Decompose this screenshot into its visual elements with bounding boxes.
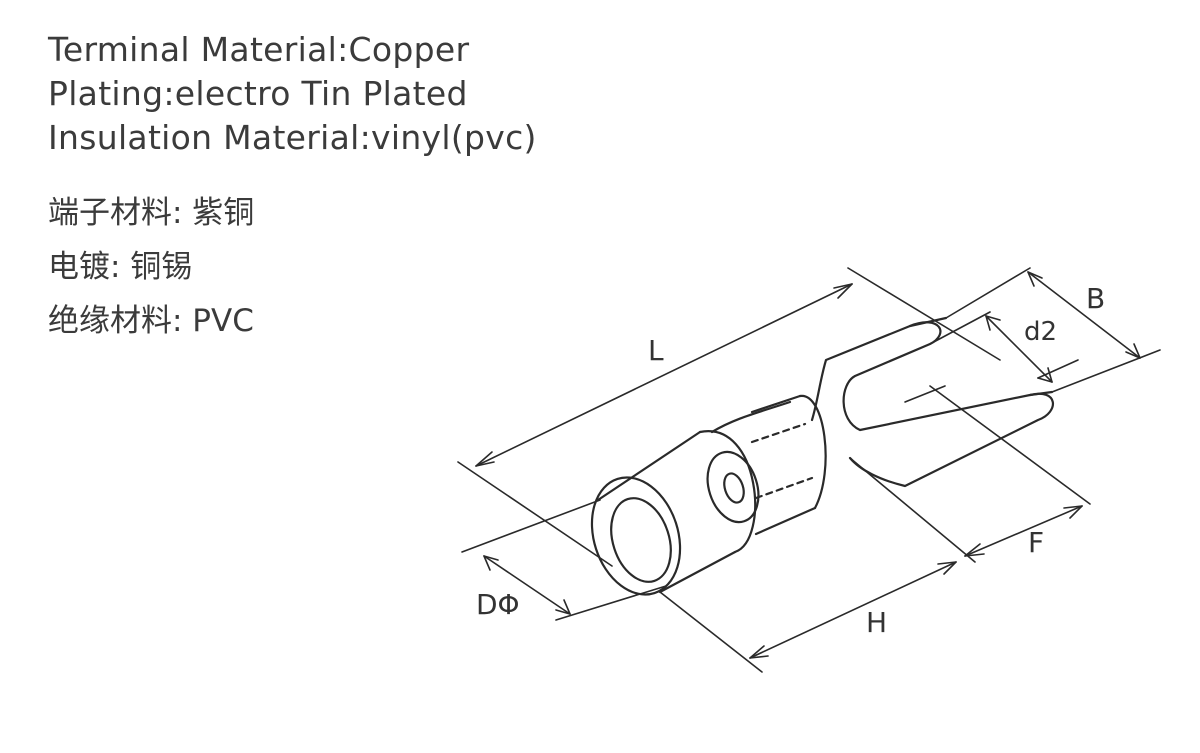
spec-terminal-material: Terminal Material:Copper [48, 30, 470, 69]
collar-ellipse [706, 450, 760, 524]
dim-l-extension-left [457, 461, 613, 567]
sleeve-end [798, 394, 827, 510]
spec-list-english: Terminal Material:Copper Plating:electro… [48, 28, 537, 160]
dim-d2-arrow-top [985, 315, 1001, 331]
label-b: B [1086, 282, 1105, 315]
dim-b-extension-top [945, 267, 1031, 319]
spec-terminal-material-cn: 端子材料: 紫铜 [48, 195, 255, 231]
spec-insulation-material: Insulation Material:vinyl(pvc) [48, 118, 537, 157]
spec-plating: Plating:electro Tin Plated [48, 74, 468, 113]
dim-d-arrow-top [483, 555, 499, 571]
label-l: L [648, 334, 664, 367]
barrel-bore-ellipse [610, 497, 672, 583]
dim-d-extension-bottom [555, 585, 667, 621]
fork-outline [810, 321, 1055, 488]
hidden-line-bottom [754, 476, 814, 500]
dim-h-extension-left [659, 591, 763, 673]
dim-d2-line [985, 315, 1053, 383]
dim-b-arrow-bottom [1125, 343, 1141, 359]
fork-thickness-right [1028, 390, 1054, 397]
dim-f-arrow-left [964, 543, 985, 557]
fork-thickness-left [908, 316, 948, 328]
sleeve-top-edge [750, 394, 802, 414]
dim-b-line [1027, 271, 1141, 359]
dim-d-line [483, 555, 571, 615]
barrel-front-ellipse [590, 476, 682, 596]
dim-d2-extension-top [929, 311, 991, 345]
dim-f-line [964, 505, 1083, 557]
dim-l-arrow-left [475, 451, 495, 467]
dim-d-arrow-bottom [555, 599, 571, 615]
dim-l-line [475, 283, 853, 467]
dimension-labels: L B d2 F H DΦ [476, 282, 1105, 639]
dimension-lines [457, 267, 1161, 673]
label-d: DΦ [476, 588, 520, 621]
barrel-bottom-edge [658, 550, 737, 594]
barrel-back-rim [698, 430, 757, 554]
collar-outline [710, 400, 792, 434]
dim-d-extension-top [461, 499, 601, 553]
dim-d2-extension-bottom [1037, 359, 1079, 379]
dim-l-arrow-right [833, 283, 853, 299]
dim-l-extension-right [847, 267, 1001, 361]
wire-hole-ellipse [723, 472, 745, 504]
barrel-top-edge [596, 430, 702, 502]
sleeve-bottom-edge [754, 506, 817, 536]
dim-b-arrow-top [1027, 271, 1043, 287]
terminal-drawing [590, 316, 1055, 596]
spec-plating-cn: 电镀: 铜锡 [48, 249, 193, 285]
hidden-line-top [750, 422, 807, 444]
spec-insulation-material-cn: 绝缘材料: PVC [48, 303, 254, 339]
label-d2: d2 [1024, 317, 1057, 347]
label-f: F [1028, 526, 1044, 559]
dim-f-extension-right [929, 385, 1091, 505]
dim-h-arrow-right [937, 561, 957, 575]
label-h: H [866, 606, 887, 639]
fork-centre-mark [904, 385, 946, 403]
dim-f-extension-left [849, 457, 976, 563]
spec-list-chinese: 端子材料: 紫铜 电镀: 铜锡 绝缘材料: PVC [48, 186, 254, 348]
dim-b-extension-bottom [1051, 349, 1161, 393]
dim-h-arrow-left [749, 645, 769, 659]
dim-d2-arrow-bottom [1037, 367, 1053, 383]
dim-f-arrow-right [1063, 505, 1083, 519]
dim-h-line [749, 561, 957, 659]
